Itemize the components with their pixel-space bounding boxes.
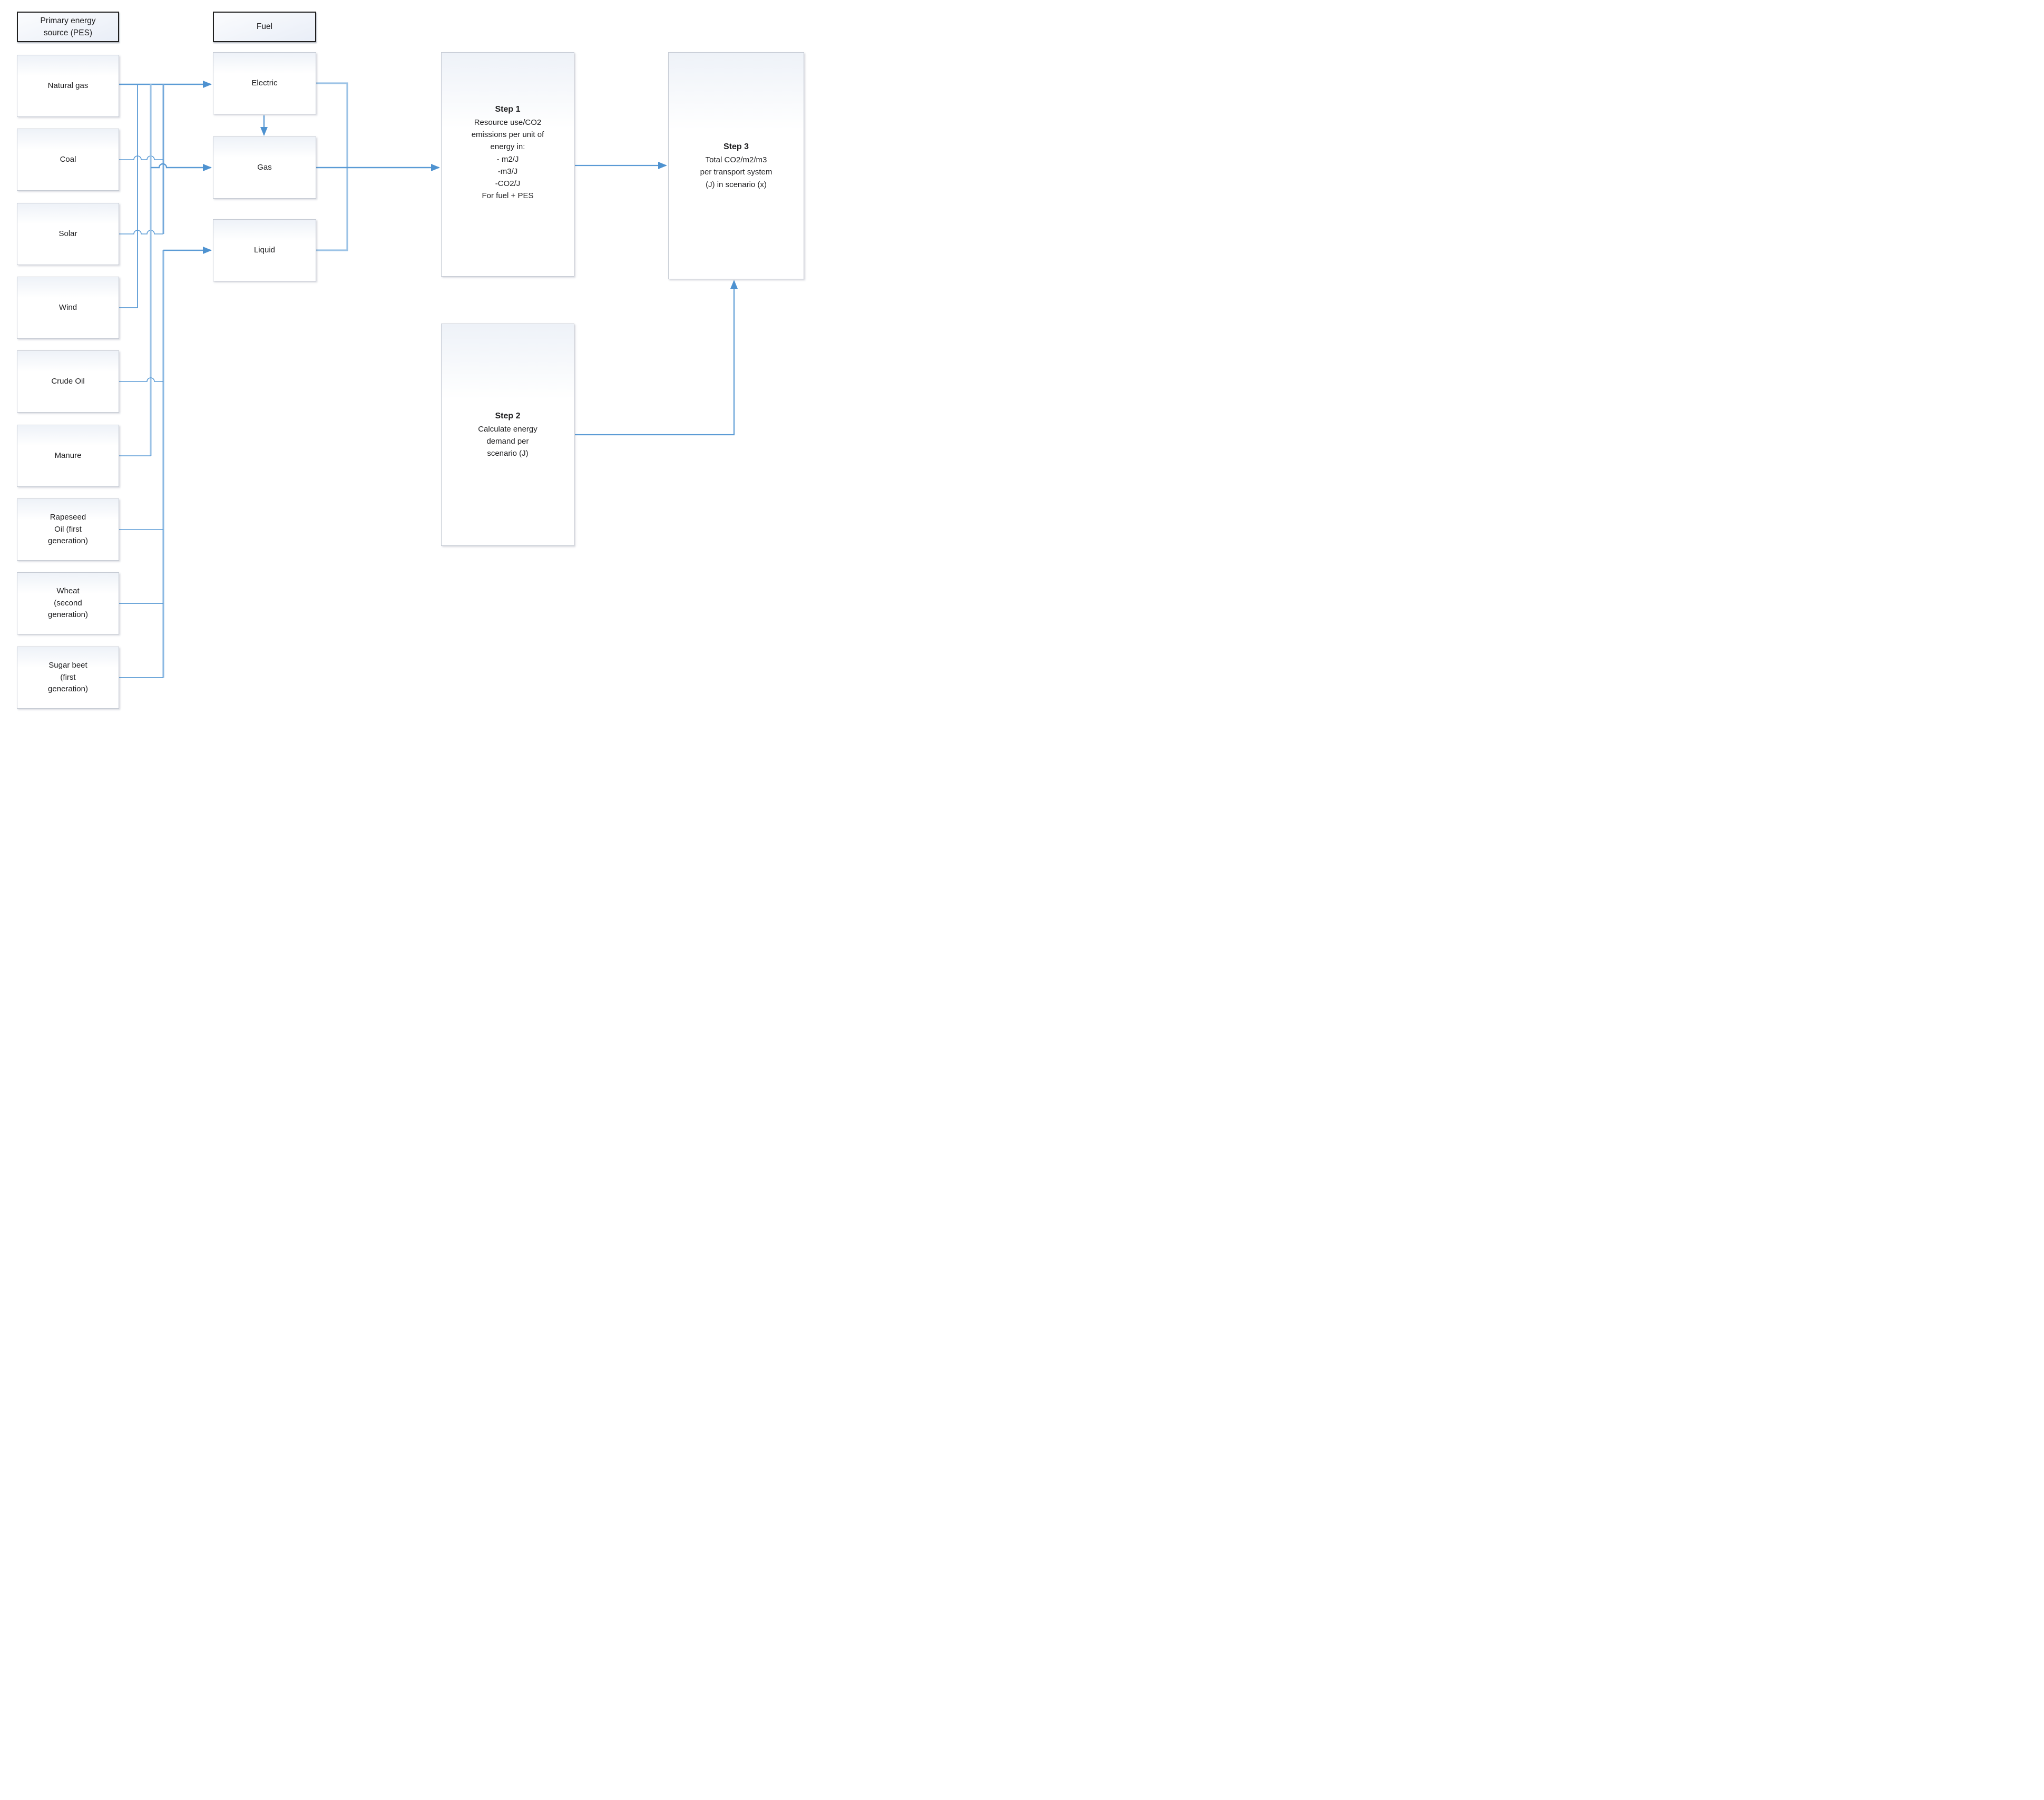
fuel-box-gas: Gas	[213, 136, 316, 199]
pes-box-wind: Wind	[17, 277, 119, 339]
box-label: Electric	[251, 78, 278, 87]
edge-coal-to-riser	[119, 155, 163, 160]
edge-crude-oil-to-bus	[119, 377, 163, 382]
pes-header-label: Primary energy source (PES)	[40, 16, 96, 37]
step3-body: Total CO2/m2/m3 per transport system (J)…	[700, 155, 772, 189]
box-label: Natural gas	[47, 81, 89, 90]
pes-box-natural-gas: Natural gas	[17, 55, 119, 117]
pes-box-rapeseed-oil: Rapeseed Oil (first generation)	[17, 498, 119, 561]
box-label: Liquid	[253, 245, 276, 255]
box-label: Rapeseed Oil (first generation)	[48, 513, 88, 546]
step1-body: Resource use/CO2 emissions per unit of e…	[471, 118, 544, 201]
fuel-header-label: Fuel	[256, 22, 273, 32]
pes-header-box: Primary energy source (PES)	[17, 12, 119, 42]
fuel-box-liquid: Liquid	[213, 219, 316, 281]
flowchart-canvas: Primary energy source (PES) Fuel Natural…	[0, 0, 818, 720]
box-label: Crude Oil	[51, 376, 85, 386]
box-label: Coal	[60, 154, 76, 164]
step1-title: Step 1	[495, 105, 521, 114]
step2-body: Calculate energy demand per scenario (J)	[478, 424, 537, 458]
edge-bus-to-gas	[151, 163, 212, 171]
step2-title: Step 2	[495, 411, 521, 420]
edge-step2-to-step3	[575, 280, 738, 436]
box-label: Solar	[58, 229, 77, 238]
pes-box-wheat: Wheat (second generation)	[17, 572, 119, 634]
fuel-box-electric: Electric	[213, 52, 316, 114]
box-label: Manure	[54, 451, 82, 460]
edge-wind-to-electric	[119, 84, 138, 308]
step3-title: Step 3	[723, 142, 749, 152]
step1-box: Step 1 Resource use/CO2 emissions per un…	[441, 52, 574, 277]
pes-box-sugar-beet: Sugar beet (first generation)	[17, 647, 119, 709]
box-label: Gas	[257, 162, 272, 172]
edge-solar-to-riser	[119, 230, 163, 234]
pes-box-manure: Manure	[17, 425, 119, 487]
pes-box-coal: Coal	[17, 129, 119, 191]
box-label: Sugar beet (first generation)	[48, 661, 88, 694]
box-label: Wheat (second generation)	[48, 586, 88, 620]
step3-box: Step 3 Total CO2/m2/m3 per transport sys…	[668, 52, 804, 279]
box-label: Wind	[58, 302, 77, 312]
step2-box: Step 2 Calculate energy demand per scena…	[441, 324, 574, 546]
pes-box-solar: Solar	[17, 203, 119, 265]
edge-fuel-merge-bus	[316, 82, 348, 251]
fuel-header-box: Fuel	[213, 12, 316, 42]
pes-box-crude-oil: Crude Oil	[17, 350, 119, 413]
